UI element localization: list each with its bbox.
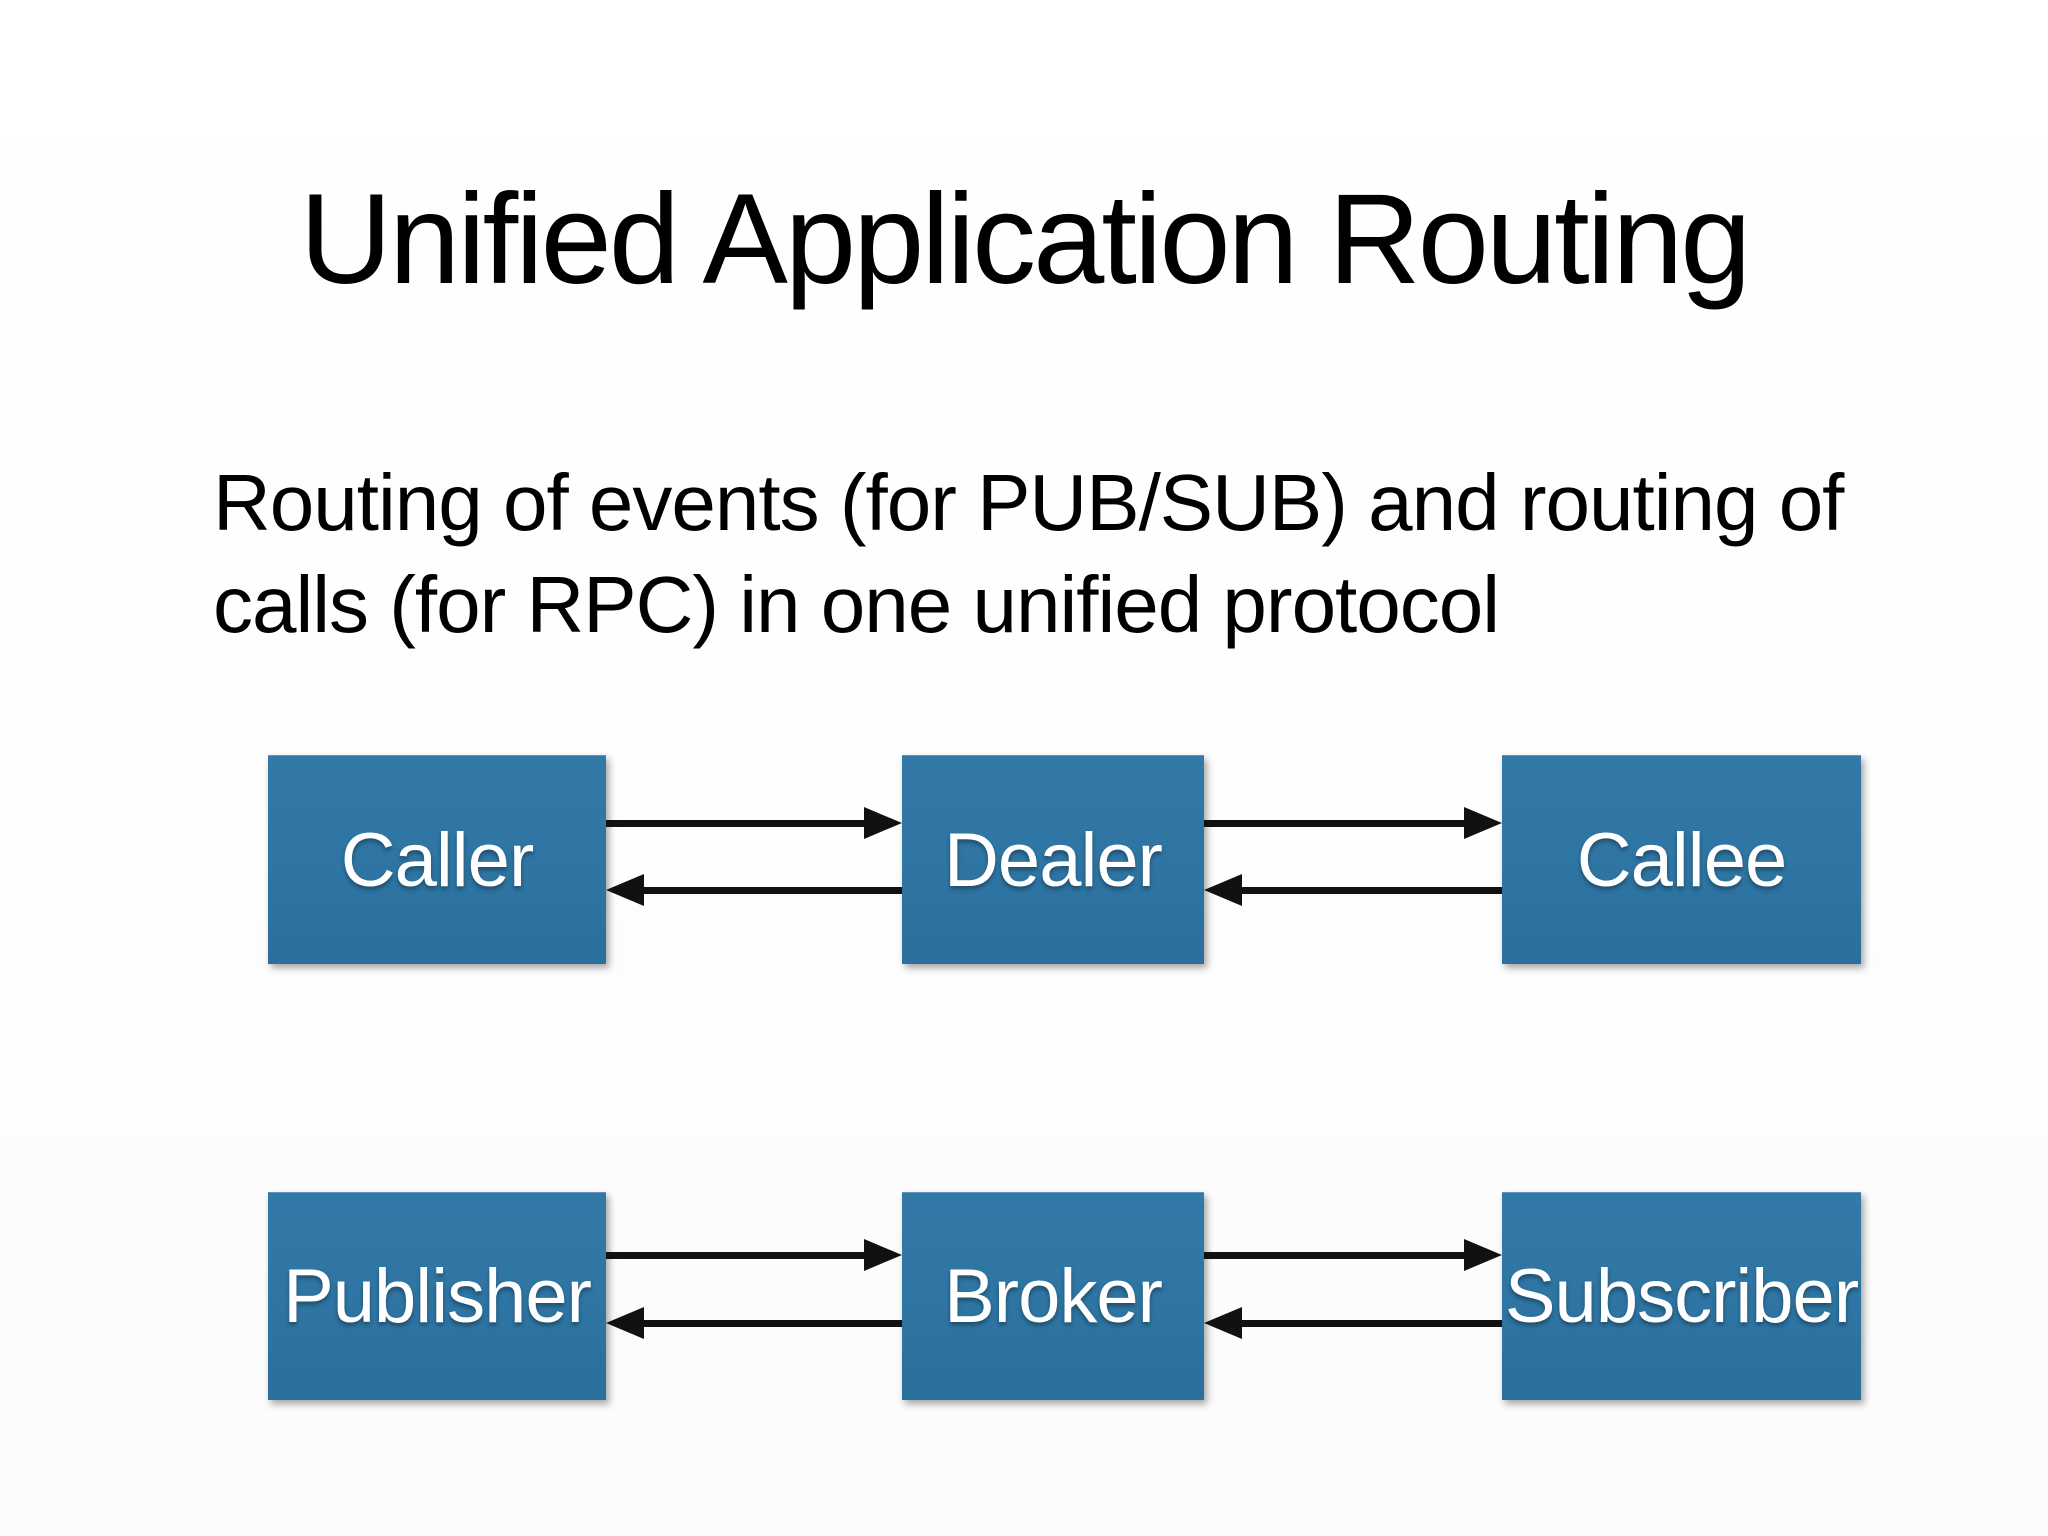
node-publisher-label: Publisher [283,1254,592,1339]
arrow-shaft [643,886,902,894]
node-dealer: Dealer [902,755,1204,964]
arrow-broker-to-publisher-icon [606,1307,902,1339]
slide-subtitle: Routing of events (for PUB/SUB) and rout… [213,452,1844,656]
node-caller-label: Caller [340,817,534,903]
node-dealer-label: Dealer [944,817,1163,903]
page-title: Unified Application Routing [299,168,1752,311]
node-broker-label: Broker [944,1254,1163,1339]
arrow-shaft [1241,1319,1502,1327]
arrow-shaft [643,1319,902,1327]
node-callee-label: Callee [1576,817,1787,903]
arrow-shaft [1204,1251,1465,1259]
arrow-dealer-to-callee-icon [1204,807,1502,839]
arrow-shaft [606,1251,865,1259]
node-broker: Broker [902,1192,1204,1400]
node-subscriber: Subscriber [1502,1192,1861,1400]
arrow-broker-to-subscriber-icon [1204,1239,1502,1271]
arrow-publisher-to-broker-icon [606,1239,902,1271]
node-subscriber-label: Subscriber [1504,1254,1859,1339]
arrow-callee-to-dealer-icon [1204,874,1502,906]
arrow-dealer-to-caller-icon [606,874,902,906]
subtitle-line-1: Routing of events (for PUB/SUB) and rout… [213,458,1844,547]
node-callee: Callee [1502,755,1861,964]
node-caller: Caller [268,755,606,964]
arrow-shaft [606,819,865,827]
node-publisher: Publisher [268,1192,606,1400]
arrow-shaft [1204,819,1465,827]
subtitle-line-2: calls (for RPC) in one unified protocol [213,560,1500,649]
arrow-caller-to-dealer-icon [606,807,902,839]
arrow-shaft [1241,886,1502,894]
arrow-subscriber-to-broker-icon [1204,1307,1502,1339]
